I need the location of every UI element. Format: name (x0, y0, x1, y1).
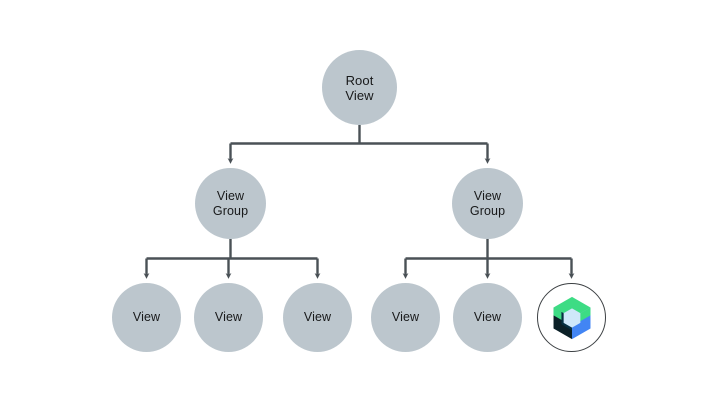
node-view-1-label: View (132, 310, 161, 325)
node-view-group-right: View Group (452, 168, 523, 239)
node-view-1: View (112, 283, 181, 352)
node-view-5-label: View (473, 310, 502, 325)
node-view-2-label: View (214, 310, 243, 325)
node-view-group-right-label: View Group (469, 189, 506, 218)
node-view-4: View (371, 283, 440, 352)
node-root-view-label: Root View (345, 72, 374, 103)
node-view-4-label: View (391, 310, 420, 325)
node-view-group-left-label: View Group (212, 189, 249, 218)
node-root-view: Root View (322, 50, 397, 125)
node-view-2: View (194, 283, 263, 352)
node-view-5: View (453, 283, 522, 352)
node-view-group-left: View Group (195, 168, 266, 239)
node-view-3-label: View (303, 310, 332, 325)
node-view-3: View (283, 283, 352, 352)
jetpack-compose-logo (553, 296, 590, 339)
node-compose (537, 283, 606, 352)
